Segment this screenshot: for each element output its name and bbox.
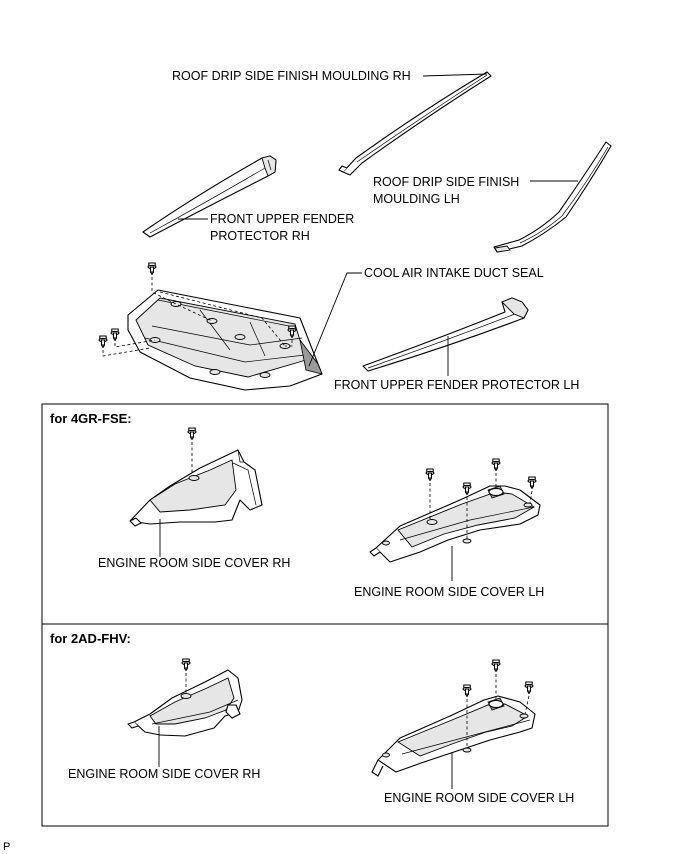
fastener-guide-lines [529, 490, 533, 504]
fastener-guide-lines [285, 340, 293, 347]
engine-room-side-cover-rh-2ad [127, 669, 243, 737]
leader-roof-rh [422, 73, 488, 77]
label-cover-rh-2ad: ENGINE ROOM SIDE COVER RH [68, 767, 260, 781]
fastener-guide-lines [114, 339, 156, 348]
clip-fastener-icon [524, 681, 534, 695]
fender-protector-rh [142, 155, 277, 238]
section-4gr-fse-header: for 4GR-FSE: [50, 411, 132, 426]
fender-protector-lh [362, 297, 529, 372]
label-fender-rh-line1: FRONT UPPER FENDER [210, 212, 354, 226]
label-cover-lh-4gr: ENGINE ROOM SIDE COVER LH [354, 585, 544, 599]
fastener-guide-lines [151, 277, 213, 322]
label-roof-drip-rh: ROOF DRIP SIDE FINISH MOULDING RH [172, 69, 411, 83]
clip-fastener-icon [462, 482, 472, 496]
clip-fastener-icon [491, 458, 501, 472]
fastener-guide-lines [159, 291, 286, 347]
label-fender-rh-line2: PROTECTOR RH [210, 229, 310, 243]
clip-fastener-icon [110, 328, 120, 342]
clip-fastener-icon [527, 476, 537, 490]
label-cool-air-intake-duct-seal: COOL AIR INTAKE DUCT SEAL [364, 266, 544, 280]
figure-code: P [3, 841, 10, 853]
clip-fastener-icon [181, 658, 191, 672]
label-cover-lh-2ad: ENGINE ROOM SIDE COVER LH [384, 791, 574, 805]
leader-cool-air-seal [308, 272, 362, 367]
roof-drip-moulding-lh [493, 141, 612, 253]
section-2ad-fhv-header: for 2AD-FHV: [50, 631, 131, 646]
engine-room-side-cover-lh-2ad [371, 695, 536, 777]
clip-fastener-icon [491, 659, 501, 673]
fastener-guide-lines [102, 347, 151, 357]
roof-drip-moulding-rh [338, 71, 492, 176]
label-roof-drip-lh-line1: ROOF DRIP SIDE FINISH [373, 175, 519, 189]
clip-fastener-icon [425, 468, 435, 482]
clip-fastener-icon [98, 335, 108, 349]
engine-room-side-cover-lh-4gr [369, 485, 541, 563]
label-roof-drip-lh-line2: MOULDING LH [373, 192, 460, 206]
clip-fastener-icon [187, 427, 197, 441]
engine-room-side-cover-rh-4gr [129, 449, 263, 527]
section-2ad-fhv-frame [41, 623, 609, 827]
label-fender-lh: FRONT UPPER FENDER PROTECTOR LH [334, 378, 579, 392]
clip-fastener-icon [147, 262, 157, 276]
clip-fastener-icon [462, 684, 472, 698]
label-cover-rh-4gr: ENGINE ROOM SIDE COVER RH [98, 556, 290, 570]
engine-under-cover [127, 289, 323, 391]
